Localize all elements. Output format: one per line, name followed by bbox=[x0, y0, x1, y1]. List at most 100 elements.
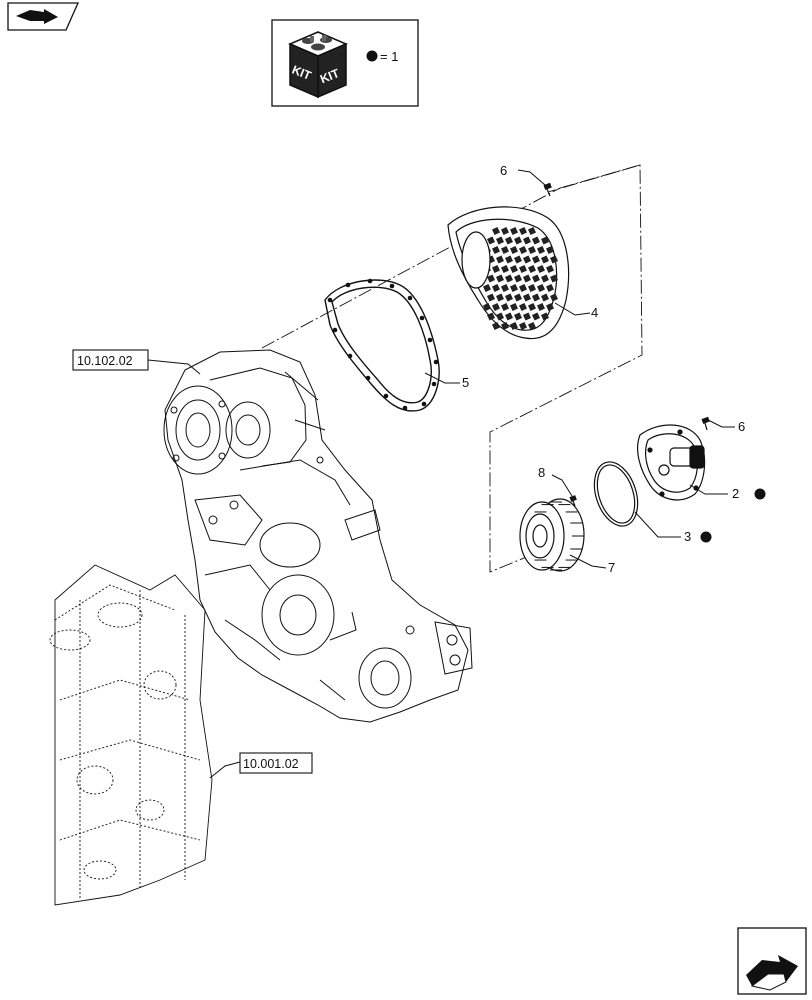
cover-grid-cell bbox=[492, 303, 500, 311]
cover-grid-cell bbox=[492, 322, 500, 330]
cover-grid-cell bbox=[492, 284, 500, 292]
cover-grid-cell bbox=[537, 303, 545, 311]
cover-grid-cell bbox=[532, 255, 540, 264]
cover-grid-cell bbox=[505, 236, 513, 245]
bolt-part-8 bbox=[569, 495, 577, 507]
cover-part bbox=[447, 206, 570, 340]
cover-grid-cell bbox=[483, 303, 491, 311]
cover-grid-cell bbox=[523, 236, 531, 245]
cover-grid-cell bbox=[541, 255, 549, 264]
cover-grid-cell bbox=[505, 293, 513, 302]
cover-grid-cell bbox=[487, 274, 495, 283]
previous-page-arrow-icon[interactable] bbox=[7, 2, 80, 31]
cover-grid-cell bbox=[492, 265, 500, 273]
cover-grid-cell bbox=[532, 236, 540, 245]
cover-grid-cell bbox=[550, 255, 558, 264]
cover-grid-cell bbox=[505, 274, 513, 283]
kit-dot-icon-2 bbox=[754, 488, 766, 500]
cover-grid-cell bbox=[510, 322, 518, 330]
cover-grid-cell bbox=[519, 284, 527, 292]
cover-grid-cell bbox=[510, 265, 518, 273]
bolt-part-right bbox=[701, 416, 710, 431]
cover-grid-cell bbox=[541, 274, 549, 283]
cover-grid-cell bbox=[510, 227, 518, 235]
cover-grid-cell bbox=[501, 322, 509, 330]
cover-grid-cell bbox=[487, 236, 495, 245]
cover-grid-cell bbox=[514, 274, 522, 283]
cover-grid-cell bbox=[496, 312, 504, 321]
cover-grid-cell bbox=[514, 255, 522, 264]
cover-grid-cell bbox=[532, 312, 540, 321]
cover-grid-cell bbox=[519, 227, 527, 235]
svg-text:10.102.02: 10.102.02 bbox=[77, 354, 133, 368]
cover-grid-cell bbox=[550, 293, 558, 302]
leader-lines bbox=[147, 169, 735, 779]
cover-grid-cell bbox=[514, 312, 522, 321]
reference-label-10-001-02[interactable]: 10.001.02 bbox=[239, 752, 313, 774]
kit-text-right: KIT bbox=[318, 66, 342, 86]
kit-legend-text: = 1 bbox=[380, 49, 398, 64]
cover-grid-cell bbox=[487, 293, 495, 302]
cover-grid-cell bbox=[492, 227, 500, 235]
cover-grid-cell bbox=[514, 236, 522, 245]
engine-block-part bbox=[49, 564, 213, 906]
cover-grid-cell bbox=[546, 284, 554, 292]
callout-8: 8 bbox=[538, 465, 545, 480]
cover-grid-cell bbox=[528, 227, 536, 235]
callout-4: 4 bbox=[591, 305, 598, 320]
cover-grid-cell bbox=[501, 303, 509, 311]
cover-grid-cell bbox=[523, 274, 531, 283]
cover-grid-cell bbox=[505, 312, 513, 321]
svg-text:10.001.02: 10.001.02 bbox=[243, 757, 299, 771]
cover-grid-cell bbox=[492, 246, 500, 254]
cover-grid-cell bbox=[501, 227, 509, 235]
cover-grid-cell bbox=[532, 274, 540, 283]
cover-grid-cell bbox=[496, 255, 504, 264]
cover-grid-cell bbox=[550, 274, 558, 283]
next-page-arrow-icon[interactable] bbox=[737, 927, 807, 995]
cover-grid-cell bbox=[541, 236, 549, 245]
cover-grid-cell bbox=[496, 236, 504, 245]
cover-grid-cell bbox=[501, 284, 509, 292]
cover-grid-cell bbox=[537, 284, 545, 292]
cover-grid-cell bbox=[546, 265, 554, 273]
cover-grid-cell bbox=[528, 303, 536, 311]
pump-cover-part bbox=[637, 424, 706, 501]
cover-grid-cell bbox=[546, 246, 554, 254]
gear-housing-part bbox=[163, 349, 473, 723]
kit-legend-box: KIT KIT = 1 bbox=[271, 19, 419, 107]
cover-grid-cell bbox=[510, 303, 518, 311]
cover-grid-cell bbox=[541, 293, 549, 302]
cover-grid-cell bbox=[519, 303, 527, 311]
kit-text-left: KIT bbox=[290, 63, 314, 83]
callout-5: 5 bbox=[462, 375, 469, 390]
callout-2: 2 bbox=[732, 486, 739, 501]
cover-grid-cell bbox=[537, 265, 545, 273]
callout-6-right: 6 bbox=[738, 419, 745, 434]
cover-grid-cell bbox=[528, 265, 536, 273]
cover-grid-cell bbox=[541, 312, 549, 321]
reference-label-10-102-02[interactable]: 10.102.02 bbox=[72, 349, 149, 371]
kit-dot-icon-3 bbox=[700, 531, 712, 543]
cover-grid-cell bbox=[514, 293, 522, 302]
kit-box-icon: KIT KIT bbox=[288, 31, 348, 99]
cover-grid-cell bbox=[523, 255, 531, 264]
cover-grid-cell bbox=[519, 322, 527, 330]
bolt-part-top bbox=[543, 182, 552, 197]
cover-grid-pattern bbox=[483, 227, 558, 330]
cover-grid-cell bbox=[505, 255, 513, 264]
cover-grid-cell bbox=[528, 246, 536, 254]
pump-gear-part bbox=[519, 498, 585, 572]
cover-grid-cell bbox=[532, 293, 540, 302]
cover-grid-cell bbox=[510, 284, 518, 292]
cover-grid-cell bbox=[537, 246, 545, 254]
cover-grid-cell bbox=[496, 274, 504, 283]
callout-7: 7 bbox=[608, 560, 615, 575]
cover-grid-cell bbox=[496, 293, 504, 302]
cover-grid-cell bbox=[528, 284, 536, 292]
cover-grid-cell bbox=[528, 322, 536, 330]
callout-3: 3 bbox=[684, 529, 691, 544]
callout-6-top: 6 bbox=[500, 163, 507, 178]
cover-grid-cell bbox=[510, 246, 518, 254]
